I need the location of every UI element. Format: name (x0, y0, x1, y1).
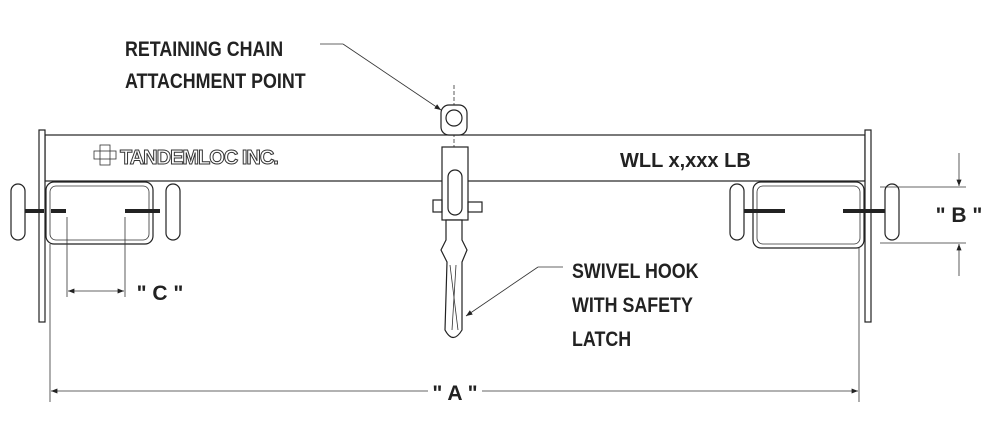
left-inner-roller (165, 183, 181, 241)
dimension-c-label: " C " (137, 282, 184, 305)
dimension-a: " A " (49, 244, 860, 405)
swivel-hook-label-line2: WITH SAFETY (572, 294, 693, 318)
retaining-chain-label-line1: RETAINING CHAIN (125, 38, 283, 62)
dimension-c: " C " (66, 217, 184, 305)
dimension-b-label: " B " (936, 204, 983, 227)
dimension-b: " B " (880, 153, 982, 276)
right-pocket-bracket (729, 181, 900, 249)
swivel-hook-label-line3: LATCH (572, 328, 631, 352)
tandemloc-logo: TANDEMLOC INC. (120, 147, 278, 169)
logo-cross-icon (93, 144, 117, 166)
wll-label: WLL x,xxx LB (620, 150, 751, 172)
dimension-a-label: " A " (432, 382, 477, 405)
left-pocket-bracket (10, 181, 181, 245)
retaining-chain-label-line2: ATTACHMENT POINT (125, 70, 306, 94)
right-roller (884, 183, 900, 241)
right-end-plate (864, 129, 872, 323)
swivel-hook-label-line1: SWIVEL HOOK (572, 260, 698, 284)
left-end-plate (38, 129, 46, 323)
right-inner-roller (729, 183, 745, 241)
swivel-hook-assembly (432, 85, 483, 339)
left-roller (10, 183, 26, 241)
